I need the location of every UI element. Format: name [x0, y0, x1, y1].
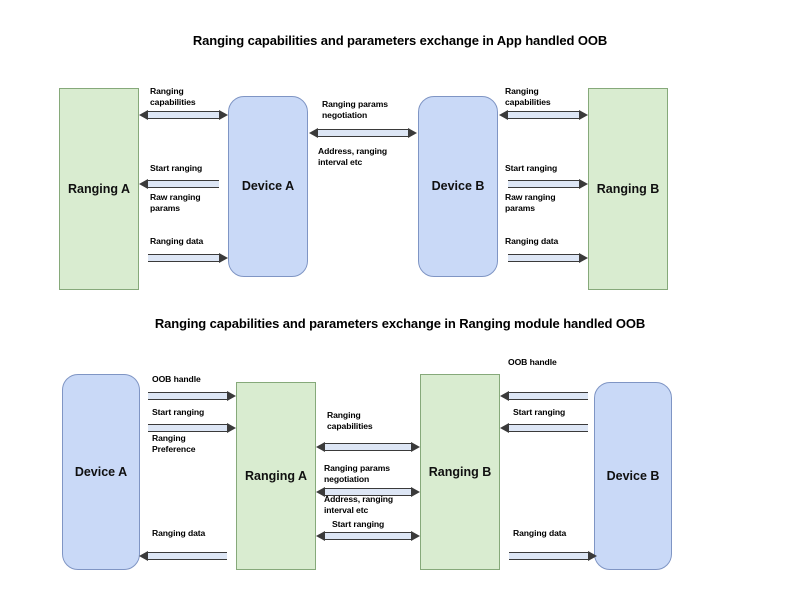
node2-ranging-a: Ranging A: [236, 382, 316, 570]
arrow2-left-start-ranging: [148, 424, 227, 432]
node-device-a: Device A: [228, 96, 308, 277]
label-left-capabilities: Ranging capabilities: [150, 86, 196, 107]
arrow2-right-ranging-data: [509, 552, 588, 560]
label2-right-ranging-data: Ranging data: [513, 528, 567, 538]
node2-device-a: Device A: [62, 374, 140, 570]
label-left-raw-params: Raw ranging params: [150, 192, 201, 213]
label-right-start-ranging: Start ranging: [505, 163, 558, 173]
label2-mid-capabilities: Ranging capabilities: [327, 410, 373, 431]
diagram-app-handled-oob: Ranging capabilities and parameters exch…: [0, 0, 800, 300]
node-device-b: Device B: [418, 96, 498, 277]
node-device-a-label: Device A: [241, 179, 295, 194]
arrow-left-capabilities: [148, 111, 219, 119]
arrow2-mid-capabilities: [325, 443, 411, 451]
arrow-left-ranging-data: [148, 254, 219, 262]
node-ranging-b-label: Ranging B: [596, 181, 660, 196]
node2-ranging-b: Ranging B: [420, 374, 500, 570]
node-ranging-a-label: Ranging A: [67, 181, 131, 196]
arrow2-mid-start-ranging-arrow: [325, 532, 411, 540]
label-mid-address: Address, ranging interval etc: [318, 146, 388, 167]
arrow-mid-negotiation: [318, 129, 408, 137]
label2-mid-start-ranging: Start ranging: [332, 519, 385, 529]
node2-device-b: Device B: [594, 382, 672, 570]
label2-left-ranging-preference: Ranging Preference: [152, 433, 196, 454]
label2-left-start-ranging: Start ranging: [152, 407, 205, 417]
label2-mid-address: Address, ranging interval etc: [324, 494, 394, 515]
label2-left-ranging-data: Ranging data: [152, 528, 206, 538]
node2-device-b-label: Device B: [606, 468, 660, 483]
arrow2-mid-negotiation: [325, 488, 411, 496]
arrow-right-ranging-data: [508, 254, 579, 262]
node-device-b-label: Device B: [431, 179, 485, 194]
label-right-capabilities: Ranging capabilities: [505, 86, 551, 107]
arrow2-left-oob-handle: [148, 392, 227, 400]
arrow2-left-ranging-data: [148, 552, 227, 560]
arrow-right-capabilities: [508, 111, 579, 119]
node-ranging-b: Ranging B: [588, 88, 668, 290]
label-left-start-ranging: Start ranging: [150, 163, 203, 173]
label-right-ranging-data: Ranging data: [505, 236, 559, 246]
arrow2-right-start-ranging: [509, 424, 588, 432]
node2-ranging-a-label: Ranging A: [244, 468, 308, 483]
arrow-left-start-ranging: [148, 180, 219, 188]
node2-device-a-label: Device A: [74, 464, 128, 479]
diagram1-title: Ranging capabilities and parameters exch…: [192, 33, 608, 48]
diagram2-title: Ranging capabilities and parameters exch…: [154, 316, 646, 331]
label-left-ranging-data: Ranging data: [150, 236, 204, 246]
node2-ranging-b-label: Ranging B: [428, 464, 492, 479]
arrow-right-start-ranging: [508, 180, 579, 188]
label2-left-oob-handle: OOB handle: [152, 374, 201, 384]
label-mid-negotiation: Ranging params negotiation: [322, 99, 388, 120]
label2-right-start-ranging: Start ranging: [513, 407, 566, 417]
arrow2-right-oob-handle: [509, 392, 588, 400]
label2-mid-negotiation: Ranging params negotiation: [324, 463, 390, 484]
node-ranging-a: Ranging A: [59, 88, 139, 290]
label2-right-oob-handle: OOB handle: [508, 357, 557, 367]
label-right-raw-params: Raw ranging params: [505, 192, 556, 213]
